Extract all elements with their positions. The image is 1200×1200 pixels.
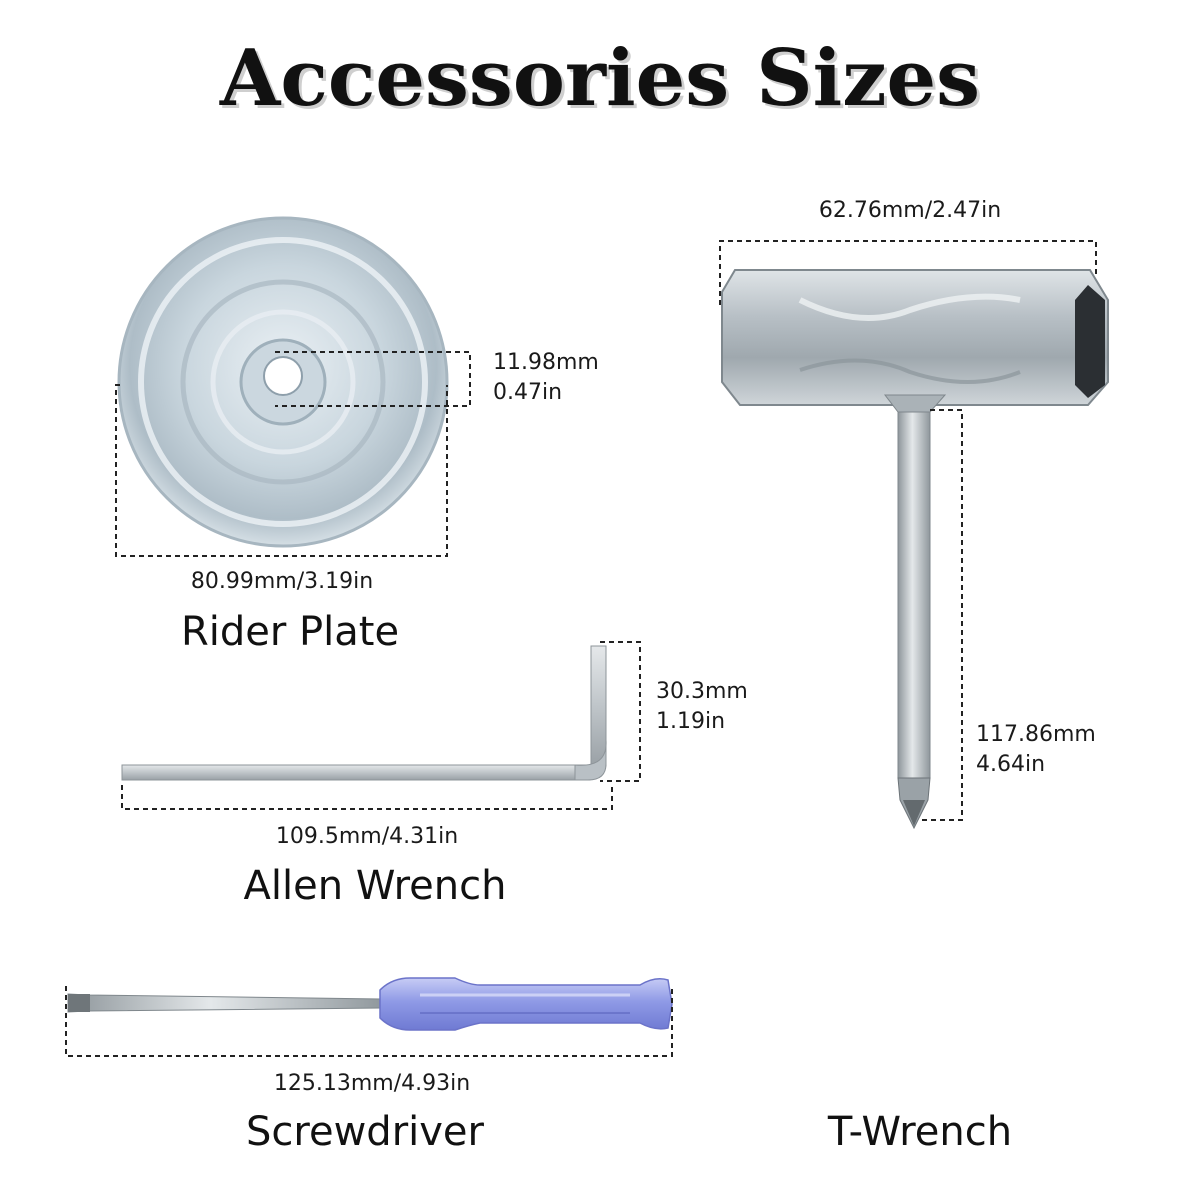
t-wrench-image: [721, 269, 1109, 830]
allen-wrench-image: [121, 645, 607, 781]
allen-wrench-height-in: 1.19in: [656, 709, 726, 735]
screwdriver-image: [67, 977, 673, 1031]
t-wrench-guides: [719, 240, 1097, 821]
allen-wrench-guides: [121, 641, 641, 810]
allen-wrench-length: 109.5mm/4.31in: [275, 824, 459, 849]
allen-wrench-height: 30.3mm 1.19in: [656, 677, 748, 738]
rider-plate-label: Rider Plate: [180, 609, 400, 655]
screwdriver-guides: [65, 986, 673, 1057]
t-wrench-height-in: 4.64in: [976, 752, 1046, 778]
page-title: Accessories Sizes: [219, 33, 981, 124]
rider-plate-image: [117, 216, 449, 548]
t-wrench-height: 117.86mm 4.64in: [976, 720, 1096, 781]
allen-wrench-label: Allen Wrench: [243, 863, 507, 909]
allen-wrench-height-mm: 30.3mm: [656, 679, 748, 704]
rider-plate-hole-mm: 11.98mm: [493, 350, 599, 375]
t-wrench-width: 62.76mm/2.47in: [818, 198, 1002, 223]
t-wrench-height-mm: 117.86mm: [976, 722, 1096, 747]
rider-plate-hole-size: 11.98mm 0.47in: [493, 348, 599, 409]
rider-plate-diameter: 80.99mm/3.19in: [190, 569, 374, 594]
rider-plate-guides: [115, 351, 471, 557]
screwdriver-label: Screwdriver: [246, 1109, 484, 1155]
screwdriver-length: 125.13mm/4.93in: [273, 1071, 471, 1096]
rider-plate-hole-in: 0.47in: [493, 380, 563, 406]
t-wrench-label: T-Wrench: [827, 1109, 1013, 1155]
